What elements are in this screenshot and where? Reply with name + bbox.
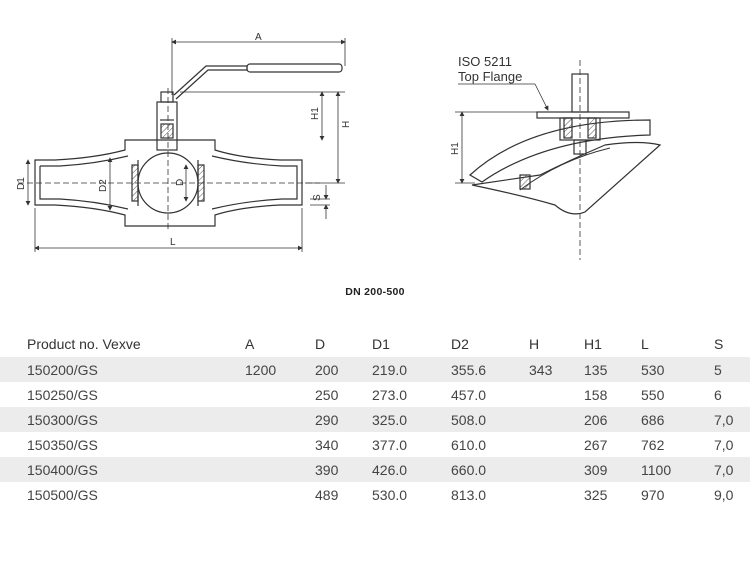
column-header: D1 [372,336,390,352]
dim-label-h: H [341,121,352,128]
dim-label-h1-detail: H1 [450,142,461,155]
table-cell [245,457,315,482]
table-cell: 1200 [245,357,315,382]
dim-label-d: D [175,179,186,186]
table-cell [245,382,315,407]
top-flange-labels: H1 ISO 5211 Top Flange [450,54,522,155]
column-header: S [714,336,724,352]
table-cell: 489 [315,486,339,503]
table-cell: 508.0 [451,407,529,432]
table-cell: 158 [584,386,608,403]
table-cell: 530 [641,357,714,382]
table-cell: 340 [315,436,339,453]
table-cell: 762 [641,436,665,453]
table-cell: 325.0 [372,407,451,432]
table-cell: 206 [584,407,641,432]
table-cell: 250 [315,386,339,403]
dim-label-h1: H1 [310,107,321,120]
table-cell: 290 [315,407,372,432]
dim-label-d2: D2 [98,179,109,192]
table-row: 150200/GS 1200 200 219.0 355.6 343 135 5… [0,357,750,382]
table-cell: 219.0 [372,357,451,382]
table-cell: 355.6 [451,357,529,382]
table-row: 150400/GS 390 426.0 660.0 309 1100 7,0 [0,457,750,482]
table-cell: 150500/GS [27,486,98,503]
table-row: 150500/GS 489 530.0 813.0 325 970 9,0 [0,482,750,507]
table-row: 150250/GS 250 273.0 457.0 158 550 6 [0,382,750,407]
dimensions-table: Product no. Vexve A D D1 D2 H H1 L S 150… [0,331,750,507]
dim-label-l: L [170,237,176,248]
table-cell: 325 [584,486,608,503]
table-cell: 1100 [641,457,714,482]
table-cell: 377.0 [372,436,408,453]
column-header: D [315,336,326,352]
table-cell: 610.0 [451,436,487,453]
table-cell: 550 [641,386,665,403]
table-cell: 6 [714,386,722,403]
table-cell: 457.0 [451,386,487,403]
table-cell [529,407,584,432]
table-cell [529,382,584,407]
table-cell [245,482,315,507]
table-cell [245,407,315,432]
column-header: D2 [451,336,469,352]
dim-label-d1: D1 [16,177,27,190]
table-cell: 150250/GS [27,386,98,403]
table-cell [529,482,584,507]
table-cell: 9,0 [714,486,734,503]
table-cell: 970 [641,486,665,503]
table-cell: 813.0 [451,486,487,503]
table-cell: 426.0 [372,457,451,482]
table-cell [245,432,315,457]
column-header: L [641,336,649,352]
table-cell: 150200/GS [0,357,245,382]
table-cell: 309 [584,457,641,482]
top-flange-dimension-lines [455,83,549,184]
table-cell: 273.0 [372,386,408,403]
table-cell: 686 [641,407,714,432]
table-row: 150300/GS 290 325.0 508.0 206 686 7,0 [0,407,750,432]
valve-dimension-lines [25,38,346,252]
top-flange-label: Top Flange [458,69,522,84]
column-header: H1 [584,336,602,352]
table-row: 150350/GS 340 377.0 610.0 267 762 7,0 [0,432,750,457]
table-cell: 150350/GS [27,436,98,453]
table-cell: 390 [315,457,372,482]
column-header: H [529,336,540,352]
iso-5211-label: ISO 5211 [458,54,512,69]
table-cell: 530.0 [372,486,408,503]
column-header: Product no. Vexve [27,336,141,352]
dim-label-a: A [255,32,262,43]
table-cell: 5 [714,357,750,382]
table-cell [529,432,584,457]
valve-dimension-labels: A H H1 D1 D2 D L S [16,32,352,248]
table-cell: 150400/GS [0,457,245,482]
table-cell: 267 [584,436,608,453]
column-header: A [245,336,255,352]
table-cell: 7,0 [714,407,750,432]
valve-side-view [18,63,343,232]
table-cell: 150300/GS [0,407,245,432]
valve-technical-drawing: A H H1 D1 D2 D L S H1 ISO 5211 Top Flang… [16,32,662,260]
table-header-row: Product no. Vexve A D D1 D2 H H1 L S [0,331,750,357]
top-flange-detail-view [468,60,662,260]
table-cell: 200 [315,357,372,382]
table-cell: 135 [584,357,641,382]
table-cell [529,457,584,482]
table-cell: 343 [529,357,584,382]
table-cell: 7,0 [714,436,734,453]
dim-label-s: S [312,194,323,201]
table-cell: 7,0 [714,457,750,482]
drawing-caption: DN 200-500 [345,286,405,298]
table-cell: 660.0 [451,457,529,482]
